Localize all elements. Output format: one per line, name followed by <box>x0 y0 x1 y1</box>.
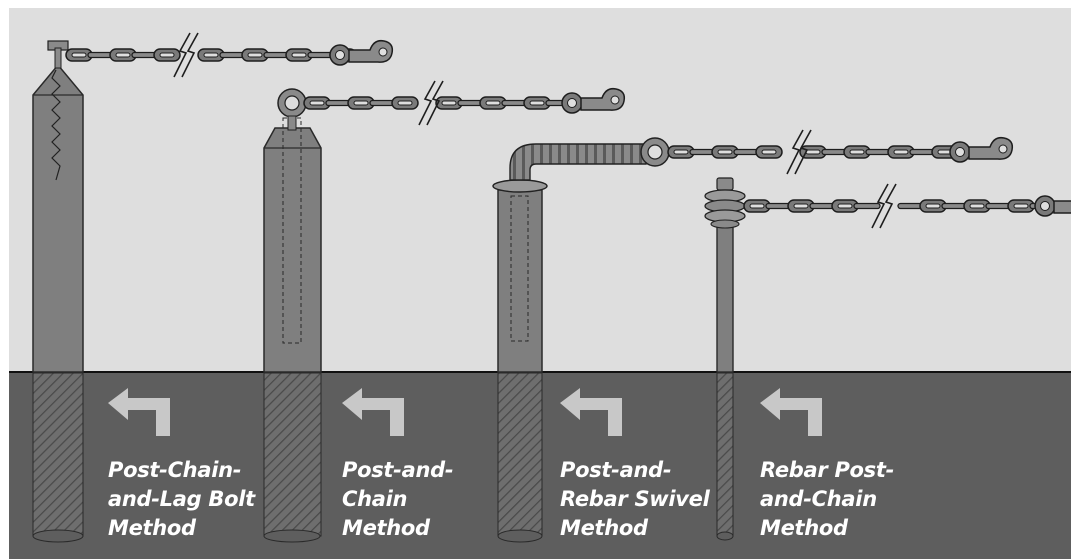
label-line: Rebar Post- <box>760 458 895 482</box>
lightning-break-icon <box>786 129 812 175</box>
left-turn-arrow-icon <box>760 388 822 436</box>
snap-hook-icon <box>561 87 626 114</box>
label-line: Method <box>342 516 430 540</box>
chain <box>667 129 1014 175</box>
left-turn-arrow-icon <box>560 388 622 436</box>
buried-post-section <box>263 372 322 537</box>
label-line: Post-and- <box>560 458 672 482</box>
snap-hook-icon <box>949 136 1014 163</box>
label-line: Post-Chain- <box>108 458 242 482</box>
swivel-washer <box>492 179 548 193</box>
rebar-post-and-chain-assembly <box>704 177 746 541</box>
left-turn-arrow-icon <box>108 388 170 436</box>
label-line: Chain <box>342 487 408 511</box>
lightning-break-icon <box>173 32 199 78</box>
chain <box>743 183 1071 229</box>
buried-rebar-section <box>716 372 734 537</box>
post-and-rebar-swivel-assembly <box>492 137 670 543</box>
method-label-post-and-rebar-swivel: Post-and- Rebar Swivel Method <box>560 456 710 543</box>
wooden-post <box>497 189 543 373</box>
label-line: Method <box>760 516 848 540</box>
buried-post-section <box>32 372 84 537</box>
chains-layer <box>65 32 1071 229</box>
chain-link <box>853 202 881 210</box>
method-label-rebar-post-and-chain: Rebar Post- and-Chain Method <box>760 456 894 543</box>
label-line: Method <box>108 516 196 540</box>
post-chain-lag-bolt-assembly <box>32 40 84 543</box>
lightning-break-icon <box>418 80 444 126</box>
wooden-post <box>32 63 84 373</box>
arrows-layer <box>108 388 822 436</box>
label-line: and-Lag Bolt <box>108 487 255 511</box>
label-line: Method <box>560 516 648 540</box>
method-label-post-chain-lag-bolt: Post-Chain- and-Lag Bolt Method <box>108 456 255 543</box>
wooden-post <box>263 127 322 373</box>
label-line: Rebar Swivel <box>560 487 710 511</box>
label-line: and-Chain <box>760 487 877 511</box>
buried-post-section <box>497 372 543 537</box>
lag-bolt-icon <box>47 40 69 181</box>
washer-stack-icon <box>704 177 746 229</box>
lightning-break-icon <box>871 183 897 229</box>
rebar-swivel-icon <box>509 137 670 181</box>
post-and-chain-assembly <box>263 88 322 543</box>
chain <box>65 32 394 78</box>
left-turn-arrow-icon <box>342 388 404 436</box>
method-label-post-and-chain: Post-and- Chain Method <box>342 456 454 543</box>
label-line: Post-and- <box>342 458 454 482</box>
chain <box>303 80 626 126</box>
snap-hook-icon <box>329 39 394 66</box>
snap-hook-icon <box>1034 195 1071 217</box>
